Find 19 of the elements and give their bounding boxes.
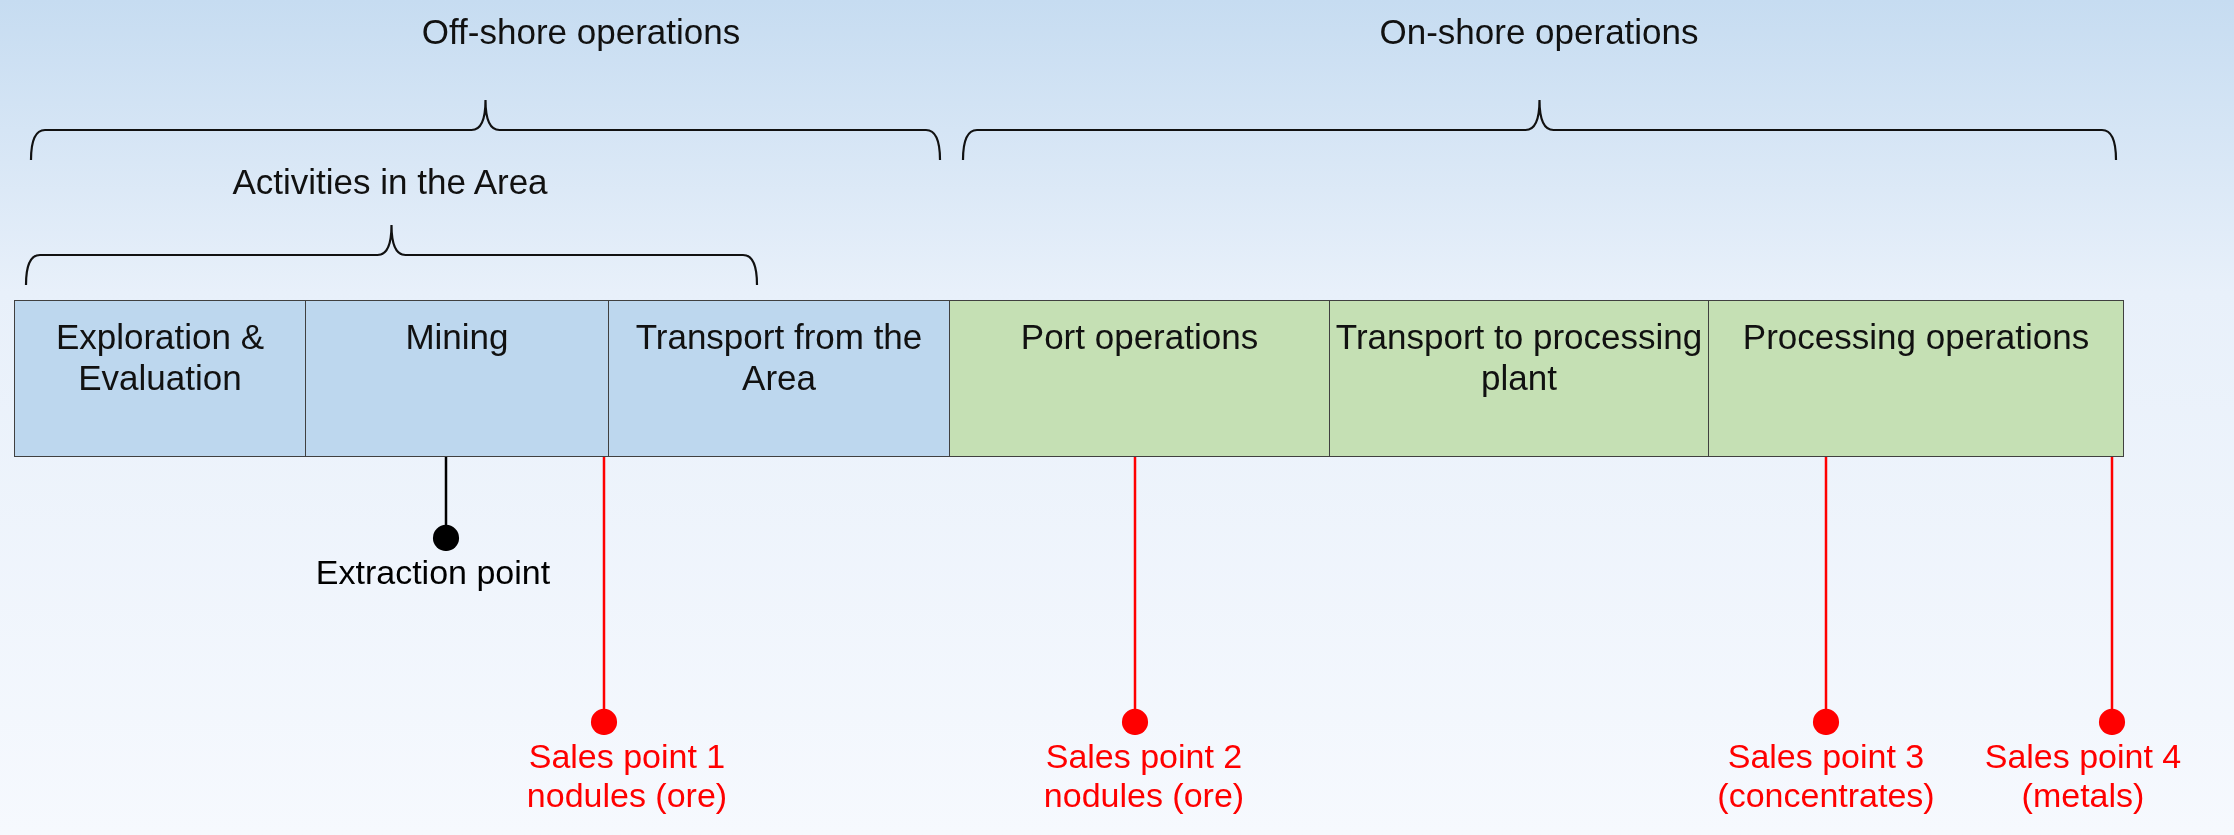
bracket-label: On-shore operations [1379,12,1699,52]
leader-line [432,457,460,551]
leader-line [590,457,618,735]
leader-line [1812,457,1840,735]
leader-line [2098,457,2126,735]
sales-point-label: Sales point 3 (concentrates) [1696,737,1956,822]
stage-box: Exploration & Evaluation [14,300,306,457]
stage-box: Port operations [949,300,1330,457]
stage-box: Mining [305,300,609,457]
stage-box: Processing operations [1708,300,2124,457]
leader-line [1121,457,1149,735]
sales-point-label: Sales point 2 nodules (ore) [1014,737,1274,822]
sales-point-label: Sales point 4 (metals) [1963,737,2203,822]
stage-box: Transport to processing plant [1329,300,1709,457]
bracket-label: Off-shore operations [421,12,741,52]
stage-box: Transport from the Area [608,300,950,457]
point-label: Extraction point [283,553,583,598]
sales-point-label: Sales point 1 nodules (ore) [497,737,757,822]
bracket-label: Activities in the Area [232,162,548,202]
